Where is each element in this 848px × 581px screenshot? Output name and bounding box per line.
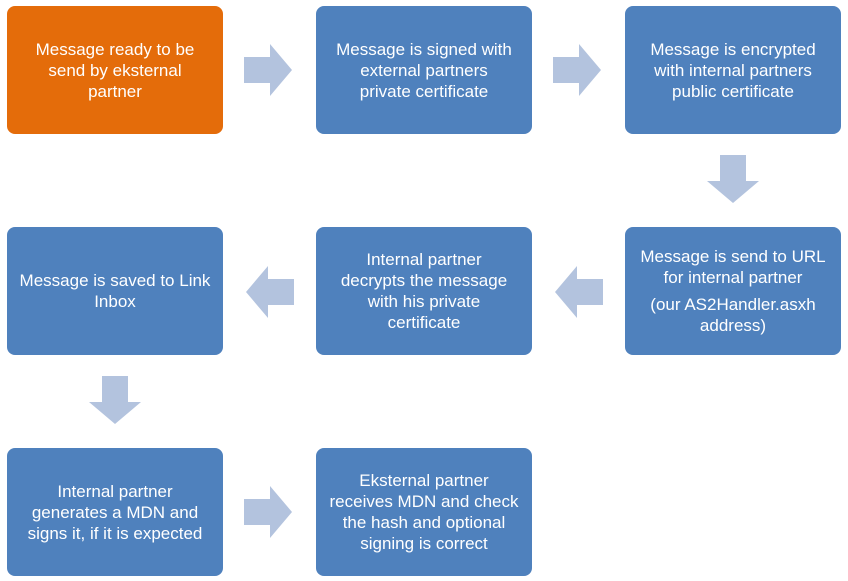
step-4-line-1: Message is send to URL bbox=[640, 247, 826, 266]
step-2-line-1: Message is signed with bbox=[336, 39, 512, 59]
step-6-box: Message is saved to Link Inbox bbox=[7, 227, 223, 355]
step-5-box: Internal partner decrypts the message wi… bbox=[316, 227, 532, 355]
step-5-line-2: decrypts the message bbox=[340, 271, 508, 290]
step-1-line-3: partner bbox=[88, 81, 142, 101]
step-8-box: Eksternal partner receives MDN and check… bbox=[316, 448, 532, 576]
step-8-line-3: the hash and optional bbox=[342, 513, 506, 532]
step-7-line-1: Internal partner bbox=[57, 481, 173, 501]
step-3-box: Message is encrypted with internal partn… bbox=[625, 6, 841, 134]
step-7-box: Internal partner generates a MDN and sig… bbox=[7, 448, 223, 576]
arrow-down-icon bbox=[707, 155, 759, 203]
step-1-line-2: send by eksternal bbox=[48, 60, 182, 80]
step-1-box: Message ready to be send by eksternal pa… bbox=[7, 6, 223, 134]
step-5-line-3: with his private bbox=[367, 292, 481, 311]
arrow-right-icon bbox=[244, 44, 292, 96]
step-4-note-line-2: address) bbox=[699, 316, 767, 335]
step-7-line-2: generates a MDN and bbox=[31, 502, 199, 522]
arrow-left-icon bbox=[246, 266, 294, 318]
step-6-line-2: Inbox bbox=[94, 292, 136, 311]
arrow-left-icon bbox=[555, 266, 603, 318]
arrow-right-icon bbox=[244, 486, 292, 538]
arrow-right-icon bbox=[553, 44, 601, 96]
arrow-down-icon bbox=[89, 376, 141, 424]
step-4-box: Message is send to URL for internal part… bbox=[625, 227, 841, 355]
step-7-line-3: signs it, if it is expected bbox=[27, 523, 203, 543]
step-8-line-1: Eksternal partner bbox=[359, 471, 489, 490]
step-2-line-2: external partners bbox=[360, 60, 488, 80]
step-5-line-4: certificate bbox=[387, 313, 461, 332]
step-6-line-1: Message is saved to Link bbox=[19, 271, 211, 290]
step-8-line-4: signing is correct bbox=[360, 534, 488, 553]
step-2-line-3: private certificate bbox=[359, 81, 489, 101]
step-1-line-1: Message ready to be bbox=[35, 39, 195, 59]
step-8-line-2: receives MDN and check bbox=[329, 492, 519, 511]
step-4-note-line-1: (our AS2Handler.asxh bbox=[650, 295, 816, 314]
step-3-line-1: Message is encrypted bbox=[650, 39, 816, 59]
step-4-line-2: for internal partner bbox=[663, 268, 803, 287]
step-5-line-1: Internal partner bbox=[366, 250, 482, 269]
step-2-box: Message is signed with external partners… bbox=[316, 6, 532, 134]
step-4-note: (our AS2Handler.asxh address) bbox=[650, 294, 815, 336]
step-3-line-3: public certificate bbox=[672, 81, 794, 101]
step-3-line-2: with internal partners bbox=[654, 60, 812, 80]
